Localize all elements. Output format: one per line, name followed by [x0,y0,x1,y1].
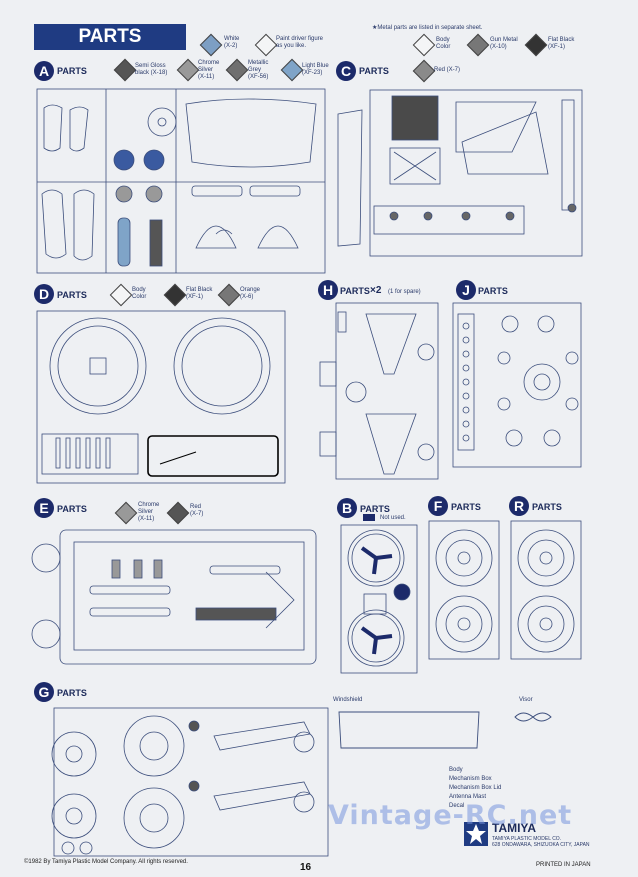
parts-tree-c [337,89,583,257]
parts-tree-b [340,524,418,674]
legend-flat-black-d: Flat Black (XF-1) [186,287,213,300]
windshield-label: Windshield [333,697,363,703]
brand-name: TAMIYA [492,821,537,835]
h-multiplier: ×2 [370,285,382,296]
section-label-g: PARTS [57,688,87,698]
section-letter-d: D [34,284,54,304]
section-letter-h: H [318,280,338,300]
light-blue-swatch-icon [280,58,304,82]
legend-chrome-silver-e: Chrome Silver (X-11) [138,502,160,522]
section-letter-e: E [34,498,54,518]
flat-black-swatch-icon [524,33,548,57]
not-used-swatch [363,514,375,521]
section-letter-g: G [34,682,54,702]
body-color-swatch-icon [412,33,436,57]
visor-label: Visor [519,697,533,703]
copyright: ©1982 By Tamiya Plastic Model Company. A… [24,859,188,865]
printed-in: PRINTED IN JAPAN [536,862,591,868]
metal-parts-note: ★Metal parts are listed in separate shee… [372,25,483,31]
windshield-part [338,711,480,749]
flat-black-d-swatch-icon [163,283,187,307]
watermark: Vintage-RC.net [328,800,573,831]
visor-part [514,712,552,722]
legend-light-blue: Light Blue (XF-23) [302,63,329,76]
parts-tree-r [510,520,582,660]
parts-tree-g [51,707,329,857]
tamiya-star-logo-icon [464,822,488,846]
section-letter-f: F [428,496,448,516]
legend-semi-gloss: Semi Gloss black (X-18) [135,63,168,76]
metallic-grey-swatch-icon [225,58,249,82]
parts-tree-h [319,302,439,480]
section-label-d: PARTS [57,290,87,300]
legend-body-color-d: Body Color [132,287,147,300]
parts-tree-f [428,520,500,660]
bag-item-antenna: Antenna Mast [449,794,487,800]
chrome-silver-e-swatch-icon [114,501,138,525]
page-number: 16 [300,862,312,873]
legend-orange: Orange (X-6) [240,287,261,300]
section-label-j: PARTS [478,286,508,296]
bag-item-mech-box: Mechanism Box [449,776,492,782]
section-letter-a: A [34,61,54,81]
legend-red-c: Red (X-7) [434,67,461,73]
section-label-e: PARTS [57,504,87,514]
gun-metal-swatch-icon [466,33,490,57]
parts-tree-e [31,529,317,665]
legend-red-e: Red (X-7) [190,504,204,517]
not-used-label: Not used. [380,515,406,521]
legend-body-color: Body Color [436,37,451,50]
red-e-swatch-icon [166,501,190,525]
chrome-silver-swatch-icon [176,58,200,82]
section-label-r: PARTS [532,502,562,512]
parts-tree-a [36,88,326,274]
parts-tree-j [452,302,582,468]
legend-white: White (X-2) [224,36,240,49]
section-label-b: PARTS [360,504,390,514]
bag-item-mech-lid: Mechanism Box Lid [449,785,502,791]
paint-figure-swatch-icon [254,33,278,57]
section-label-f: PARTS [451,502,481,512]
page-title: PARTS [34,24,186,50]
section-letter-r: R [509,496,529,516]
section-label-a: PARTS [57,66,87,76]
brand-company: TAMIYA PLASTIC MODEL CO. [492,836,562,842]
white-swatch-icon [199,33,223,57]
legend-metallic-grey: Metallic Grey (XF-56) [248,60,269,80]
parts-tree-d [36,310,286,484]
brand-address: 628 ONDAWARA, SHIZUOKA CITY, JAPAN [492,842,590,848]
body-color-d-swatch-icon [109,283,133,307]
orange-swatch-icon [217,283,241,307]
section-letter-j: J [456,280,476,300]
legend-chrome-silver: Chrome Silver (X-11) [198,60,220,80]
h-spare-note: (1 for spare) [388,289,421,295]
legend-paint-figure: Paint driver figure as you like. [276,36,324,49]
section-letter-c: C [336,61,356,81]
bag-item-decal: Decal [449,803,465,809]
section-letter-b: B [337,498,357,518]
legend-gun-metal: Gun Metal (X-10) [490,37,518,50]
red-c-swatch-icon [412,59,436,83]
semi-gloss-swatch-icon [113,58,137,82]
section-label-h: PARTS [340,286,370,296]
bag-item-body: Body [449,767,463,773]
section-label-c: PARTS [359,66,389,76]
legend-flat-black: Flat Black (XF-1) [548,37,575,50]
